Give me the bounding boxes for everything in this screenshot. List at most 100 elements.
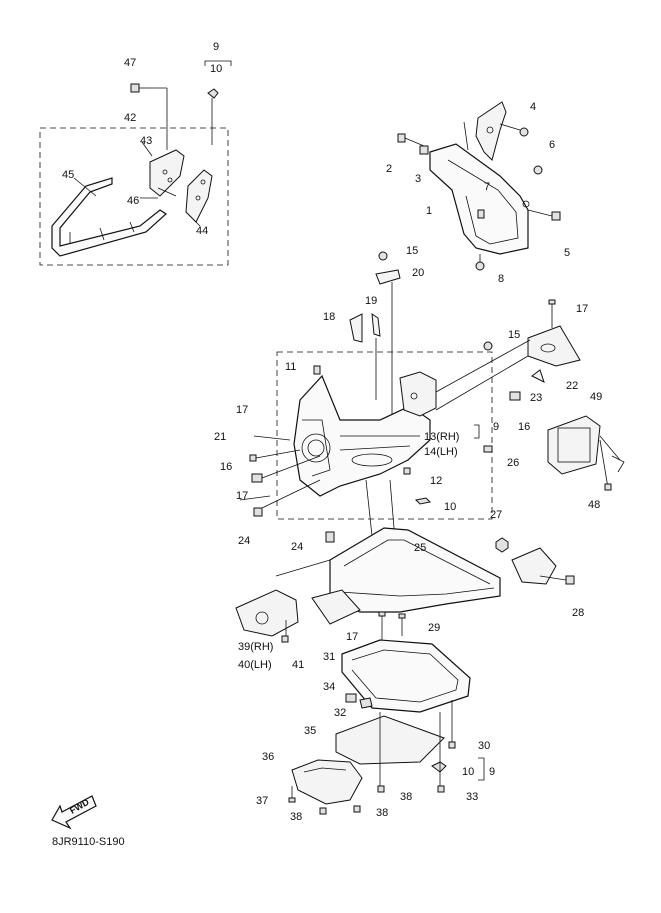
bolt-30 bbox=[448, 741, 456, 749]
callout-c4: 4 bbox=[530, 101, 536, 113]
callout-c2: 2 bbox=[386, 163, 392, 175]
clip-10-bottom bbox=[431, 761, 447, 773]
callout-c16a: 16 bbox=[518, 421, 530, 433]
bolt-33 bbox=[437, 785, 445, 793]
callout-c39: 39(RH) bbox=[238, 641, 273, 653]
fwd-arrow: FWD bbox=[51, 795, 97, 830]
bolt-48 bbox=[604, 483, 612, 491]
guard-group bbox=[397, 101, 561, 271]
nut-15-mid bbox=[483, 341, 493, 351]
callout-c24b: 24 bbox=[291, 541, 303, 553]
callout-c13: 13(RH) bbox=[424, 431, 459, 443]
nut-6 bbox=[533, 165, 543, 175]
bolt-21 bbox=[249, 454, 257, 462]
panel-49 bbox=[547, 415, 601, 475]
callout-c41: 41 bbox=[292, 659, 304, 671]
part-18 bbox=[349, 313, 363, 343]
bracket-13-14 bbox=[399, 371, 437, 417]
callout-c23: 23 bbox=[530, 392, 542, 404]
callout-c10b: 10 bbox=[444, 501, 456, 513]
bracket-20 bbox=[375, 269, 401, 285]
diagram-code: 8JR9110-S190 bbox=[52, 836, 125, 848]
callout-c9b: 9 bbox=[493, 421, 499, 433]
callout-c21: 21 bbox=[214, 431, 226, 443]
part-23 bbox=[531, 369, 545, 383]
callout-c38b: 38 bbox=[290, 811, 302, 823]
callout-c3: 3 bbox=[415, 173, 421, 185]
callout-c28: 28 bbox=[572, 607, 584, 619]
callout-c10c: 10 bbox=[462, 766, 474, 778]
callout-c43: 43 bbox=[140, 135, 152, 147]
frame-group-box bbox=[276, 351, 493, 520]
callout-c1: 1 bbox=[426, 205, 432, 217]
callout-c24a: 24 bbox=[238, 535, 250, 547]
bolt-29 bbox=[398, 613, 406, 619]
bolt-5 bbox=[527, 209, 561, 221]
callout-c20: 20 bbox=[412, 267, 424, 279]
skid-group bbox=[288, 639, 485, 815]
skid-plate-35 bbox=[335, 715, 445, 765]
frame-group bbox=[239, 251, 625, 520]
callout-c10a: 10 bbox=[210, 63, 222, 75]
clip-16-right bbox=[509, 391, 521, 401]
bolt-11 bbox=[313, 365, 321, 375]
bracket-9-10-top bbox=[204, 60, 232, 66]
nut-24-left bbox=[253, 507, 263, 517]
lower-frame-group bbox=[235, 479, 575, 643]
callout-c48: 48 bbox=[588, 499, 600, 511]
upper-bracket bbox=[475, 101, 507, 161]
bumper-45 bbox=[51, 177, 167, 257]
bolt-28 bbox=[565, 575, 575, 585]
callout-c14: 14(LH) bbox=[424, 446, 458, 458]
guard-frame-1 bbox=[429, 143, 529, 255]
callout-c17a: 17 bbox=[576, 303, 588, 315]
bumper-group bbox=[39, 60, 232, 266]
callout-c36: 36 bbox=[262, 751, 274, 763]
callout-c45: 45 bbox=[62, 169, 74, 181]
bolt-17-lower bbox=[378, 611, 386, 617]
callout-c15a: 15 bbox=[406, 245, 418, 257]
callout-c37: 37 bbox=[256, 795, 268, 807]
bolt-38c bbox=[353, 805, 361, 813]
bolt-7 bbox=[477, 209, 485, 219]
clip-10-mid bbox=[414, 497, 432, 505]
callout-c35: 35 bbox=[304, 725, 316, 737]
bolt-47 bbox=[130, 83, 168, 150]
skid-plate-36 bbox=[291, 759, 363, 805]
clip-32 bbox=[359, 697, 373, 709]
callout-c18: 18 bbox=[323, 311, 335, 323]
nut-3 bbox=[419, 145, 429, 155]
callout-c31: 31 bbox=[323, 651, 335, 663]
callout-c17d: 17 bbox=[346, 631, 358, 643]
callout-c32: 32 bbox=[334, 707, 346, 719]
clip-10-top bbox=[207, 88, 219, 145]
clip-26 bbox=[483, 445, 493, 453]
bolt-41 bbox=[281, 635, 289, 643]
bracket-9-mid bbox=[474, 424, 480, 439]
callout-c38a: 38 bbox=[400, 791, 412, 803]
bolt-12 bbox=[403, 467, 411, 475]
skid-plate-31 bbox=[341, 639, 471, 713]
callout-c9c: 9 bbox=[489, 766, 495, 778]
bolt-38a bbox=[377, 785, 385, 793]
bracket-9-10-bottom bbox=[478, 757, 485, 781]
callout-c44: 44 bbox=[196, 225, 208, 237]
callout-c40: 40(LH) bbox=[238, 659, 272, 671]
callout-c30: 30 bbox=[478, 740, 490, 752]
callout-c49: 49 bbox=[590, 391, 602, 403]
callout-c6: 6 bbox=[549, 139, 555, 151]
callout-c22: 22 bbox=[566, 380, 578, 392]
callout-c29: 29 bbox=[428, 622, 440, 634]
bumper-group-box bbox=[39, 127, 229, 266]
callout-c17c: 17 bbox=[236, 490, 248, 502]
callout-c27: 27 bbox=[490, 509, 502, 521]
callout-c33: 33 bbox=[466, 791, 478, 803]
nut-4 bbox=[519, 127, 529, 137]
callout-c12: 12 bbox=[430, 475, 442, 487]
callout-c15b: 15 bbox=[508, 329, 520, 341]
callout-c8: 8 bbox=[498, 273, 504, 285]
bolt-2 bbox=[397, 133, 425, 147]
callout-c26: 26 bbox=[507, 457, 519, 469]
callout-c47: 47 bbox=[124, 57, 136, 69]
